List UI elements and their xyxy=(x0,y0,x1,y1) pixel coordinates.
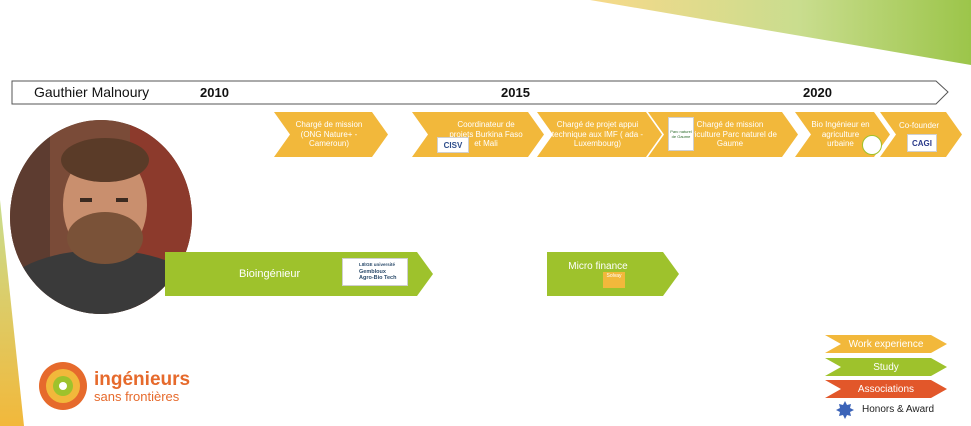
timeline-bar xyxy=(11,80,949,105)
experience-arrow-3: Chargé de projet appui technique aux IMF… xyxy=(537,112,662,157)
experience-arrow-2: Coordinateur de projets Burkina Faso et … xyxy=(412,112,544,157)
study-label-microfinance: Micro finance xyxy=(568,261,628,272)
experience-label-4: Chargé de mission agriculture Parc natur… xyxy=(683,120,777,149)
experience-label-5: Bio Ingénieur en agriculture urbaine xyxy=(811,120,870,149)
decorative-top-band xyxy=(590,0,971,65)
parc-naturel-logo: Parc naturel de Gaume xyxy=(668,117,694,151)
legend-honors-award: Honors & Award xyxy=(862,404,935,415)
year-2015: 2015 xyxy=(501,85,530,100)
legend-work-experience: Work experience xyxy=(825,335,947,353)
cagi-logo: CAGI xyxy=(907,134,937,152)
experience-arrow-1: Chargé de mission (ONG Nature+ - Camerou… xyxy=(274,112,388,157)
solvay-logo: Solvay xyxy=(603,272,625,288)
legend-associations: Associations xyxy=(825,380,947,398)
urban-agriculture-icon xyxy=(862,135,882,155)
isf-logo-text: ingénieurs sans frontières xyxy=(94,370,190,404)
year-2020: 2020 xyxy=(803,85,832,100)
study-label-bioingenieur: Bioingénieur xyxy=(239,268,301,280)
year-2010: 2010 xyxy=(200,85,229,100)
honors-award-icon xyxy=(836,401,854,419)
profile-photo xyxy=(10,120,192,314)
experience-label-1: Chargé de mission (ONG Nature+ - Camerou… xyxy=(295,120,363,149)
cisv-logo: CISV xyxy=(437,137,469,153)
isf-logo-line1: ingénieurs xyxy=(94,369,191,390)
isf-logo-line2: sans frontières xyxy=(94,389,180,404)
person-name: Gauthier Malnoury xyxy=(34,84,150,100)
experience-label-2: Coordinateur de projets Burkina Faso et … xyxy=(449,120,523,149)
gembloux-logo: LIÈGE université Gembloux Agro-Bio Tech xyxy=(342,258,408,286)
isf-logo-icon xyxy=(39,362,87,410)
decorative-left-band xyxy=(0,200,24,426)
experience-label-6: Co-founder xyxy=(898,121,940,130)
legend-study: Study xyxy=(825,358,947,376)
experience-label-3: Chargé de projet appui technique aux IMF… xyxy=(551,120,644,149)
